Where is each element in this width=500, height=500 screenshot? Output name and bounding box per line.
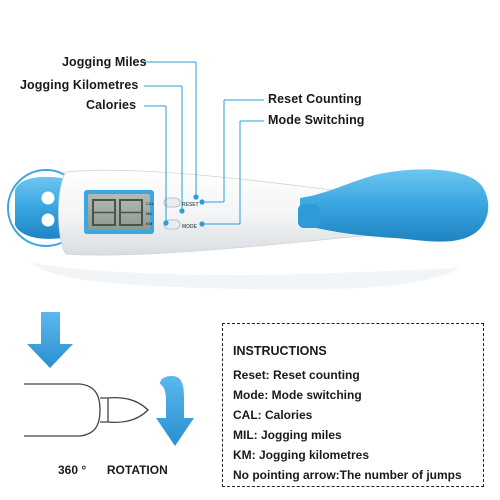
callout-dots-right (199, 199, 205, 227)
label-mode-switching: Mode Switching (268, 113, 365, 127)
handle-grip (300, 169, 489, 242)
reset-button-label: RESET (182, 202, 199, 208)
rotation-degrees: 360 (58, 463, 79, 477)
rotation-cap-diagram (24, 383, 149, 437)
rotation-degree-symbol: ° (81, 463, 87, 477)
lcd-unit-km: KM (146, 221, 153, 226)
mode-button-label: MODE (182, 224, 198, 230)
rotation-caption: 360 ° ROTATION (58, 463, 168, 477)
down-arrow (27, 312, 73, 368)
callout-lines-left (142, 61, 197, 222)
instructions-title: INSTRUCTIONS (233, 344, 327, 358)
grip-button (298, 204, 320, 228)
device-reflection (30, 262, 460, 290)
instruction-line: Mode: Mode switching (233, 388, 362, 402)
rope-hole-bottom (41, 213, 55, 227)
instruction-line: Reset: Reset counting (233, 368, 360, 382)
label-jogging-miles: Jogging Miles (62, 55, 147, 69)
reset-button (163, 197, 181, 208)
callout-dots-left (163, 194, 199, 226)
rotation-arrow (156, 376, 194, 446)
instruction-line: KM: Jogging kilometres (233, 448, 370, 462)
instructions-box: INSTRUCTIONS Reset: Reset counting Mode:… (222, 323, 484, 487)
label-jogging-kilometres: Jogging Kilometres (20, 78, 139, 92)
device-buttons: RESET MODE (163, 197, 199, 230)
lcd-display: CAL MIL KM (84, 190, 155, 234)
lcd-unit-cal: CAL (146, 201, 155, 206)
instruction-line: MIL: Jogging miles (233, 428, 342, 442)
rope-cap (15, 176, 72, 239)
label-reset-counting: Reset Counting (268, 92, 362, 106)
instruction-line: No pointing arrow:The number of jumps (233, 468, 462, 482)
label-calories: Calories (86, 98, 137, 112)
instruction-line: CAL: Calories (233, 408, 313, 422)
rotation-label: ROTATION (106, 463, 168, 477)
lcd-unit-mil: MIL (146, 211, 153, 216)
rope-hole-top (41, 191, 55, 205)
callout-lines-right (202, 99, 264, 225)
